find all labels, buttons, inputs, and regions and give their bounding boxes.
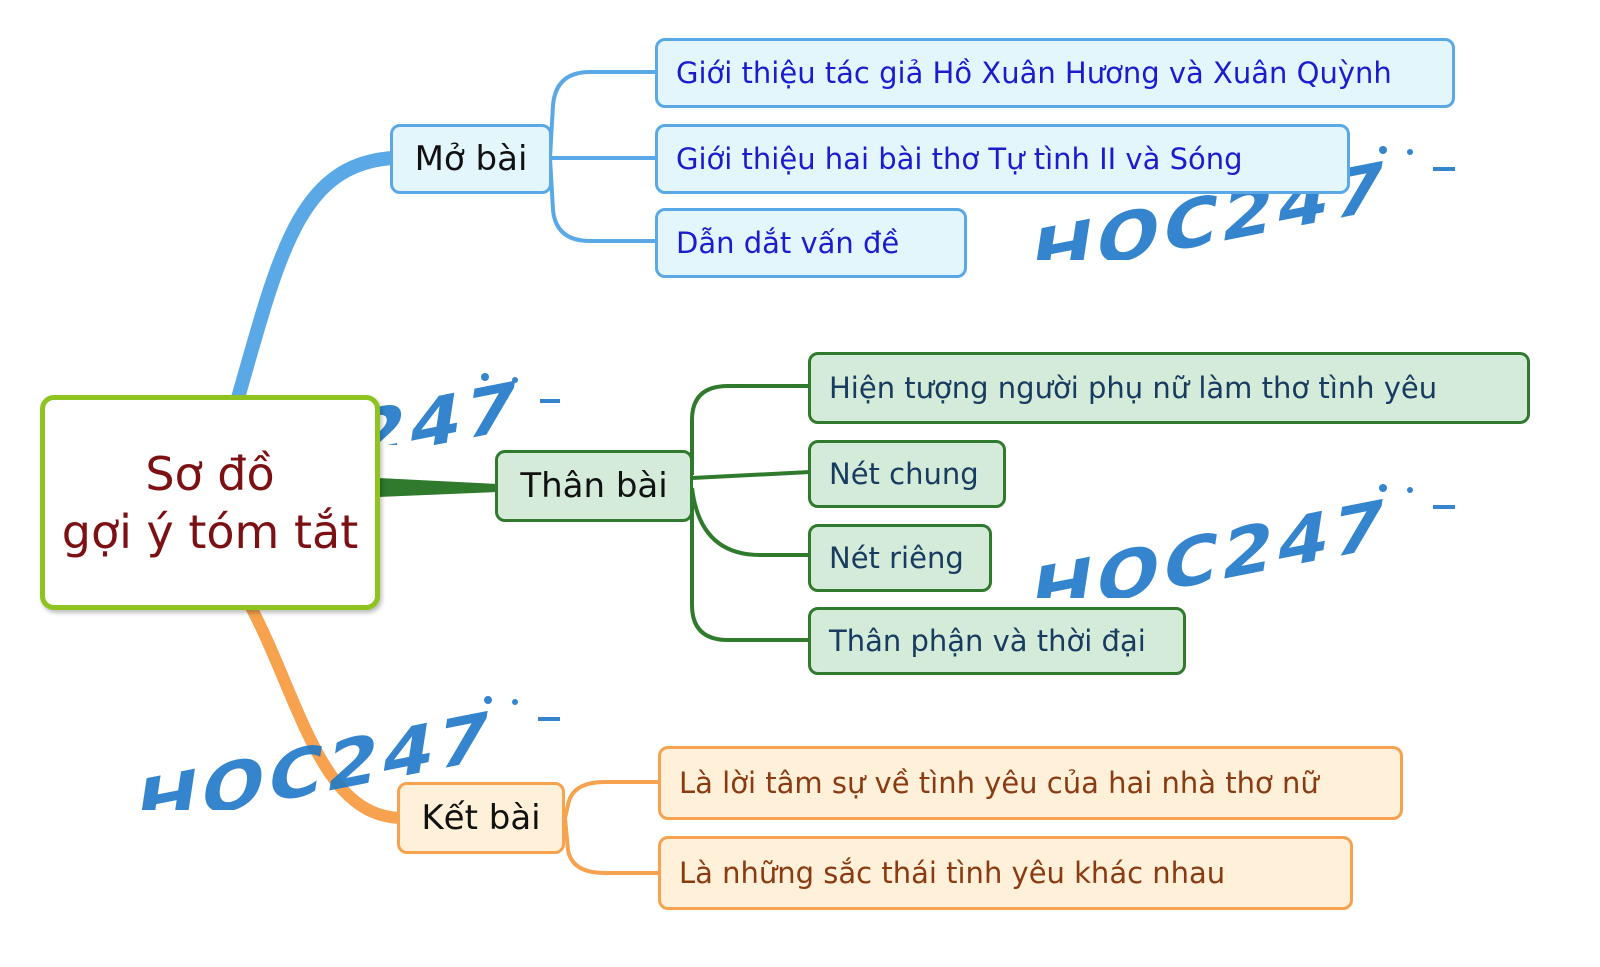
- than-bai-link-2: [691, 470, 811, 480]
- leaf-label: Giới thiệu hai bài thơ Tự tình II và Són…: [676, 142, 1243, 176]
- leaf-label: Giới thiệu tác giả Hồ Xuân Hương và Xuân…: [676, 56, 1392, 90]
- branch-label: Thân bài: [520, 466, 668, 506]
- watermark-logo: HỌC247: [1025, 484, 1455, 598]
- ket-bai-link-2: [563, 817, 660, 875]
- leaf-label: Thân phận và thời đại: [829, 624, 1146, 658]
- root-to-than-bai-connector: [378, 478, 498, 497]
- root-node[interactable]: Sơ đồ gợi ý tóm tắt: [40, 395, 380, 610]
- leaf-ket-bai-2[interactable]: Là những sắc thái tình yêu khác nhau: [658, 836, 1353, 910]
- branch-mo-bai[interactable]: Mở bài: [390, 124, 552, 194]
- leaf-than-bai-2[interactable]: Nét chung: [808, 440, 1006, 508]
- mo-bai-link-3: [548, 157, 658, 243]
- than-bai-link-4: [690, 490, 810, 642]
- mo-bai-link-1: [548, 70, 658, 159]
- root-title-line-1: Sơ đồ: [145, 446, 275, 501]
- than-bai-link-3: [690, 487, 810, 557]
- svg-text:HỌC247: HỌC247: [1025, 484, 1395, 598]
- leaf-label: Hiện tượng người phụ nữ làm thơ tình yêu: [829, 371, 1438, 405]
- root-to-ket-bai-connector: [244, 599, 406, 824]
- branch-ket-bai[interactable]: Kết bài: [397, 782, 565, 854]
- leaf-label: Nét chung: [829, 457, 979, 491]
- root-title-line-2: gợi ý tóm tắt: [61, 504, 359, 559]
- branch-label: Mở bài: [414, 139, 528, 179]
- leaf-label: Là lời tâm sự về tình yêu của hai nhà th…: [679, 766, 1319, 800]
- leaf-mo-bai-1[interactable]: Giới thiệu tác giả Hồ Xuân Hương và Xuân…: [655, 38, 1455, 108]
- leaf-than-bai-1[interactable]: Hiện tượng người phụ nữ làm thơ tình yêu: [808, 352, 1530, 424]
- branch-label: Kết bài: [421, 798, 541, 838]
- root-to-mo-bai-connector: [231, 151, 399, 405]
- leaf-mo-bai-2[interactable]: Giới thiệu hai bài thơ Tự tình II và Són…: [655, 124, 1350, 194]
- leaf-than-bai-4[interactable]: Thân phận và thời đại: [808, 607, 1186, 675]
- leaf-ket-bai-1[interactable]: Là lời tâm sự về tình yêu của hai nhà th…: [658, 746, 1403, 820]
- leaf-mo-bai-3[interactable]: Dẫn dắt vấn đề: [655, 208, 967, 278]
- leaf-label: Là những sắc thái tình yêu khác nhau: [679, 856, 1226, 890]
- leaf-than-bai-3[interactable]: Nét riêng: [808, 524, 992, 592]
- leaf-label: Dẫn dắt vấn đề: [676, 226, 900, 260]
- than-bai-link-1: [690, 384, 810, 475]
- ket-bai-link-1: [563, 780, 660, 819]
- branch-than-bai[interactable]: Thân bài: [495, 450, 693, 522]
- leaf-label: Nét riêng: [829, 541, 964, 575]
